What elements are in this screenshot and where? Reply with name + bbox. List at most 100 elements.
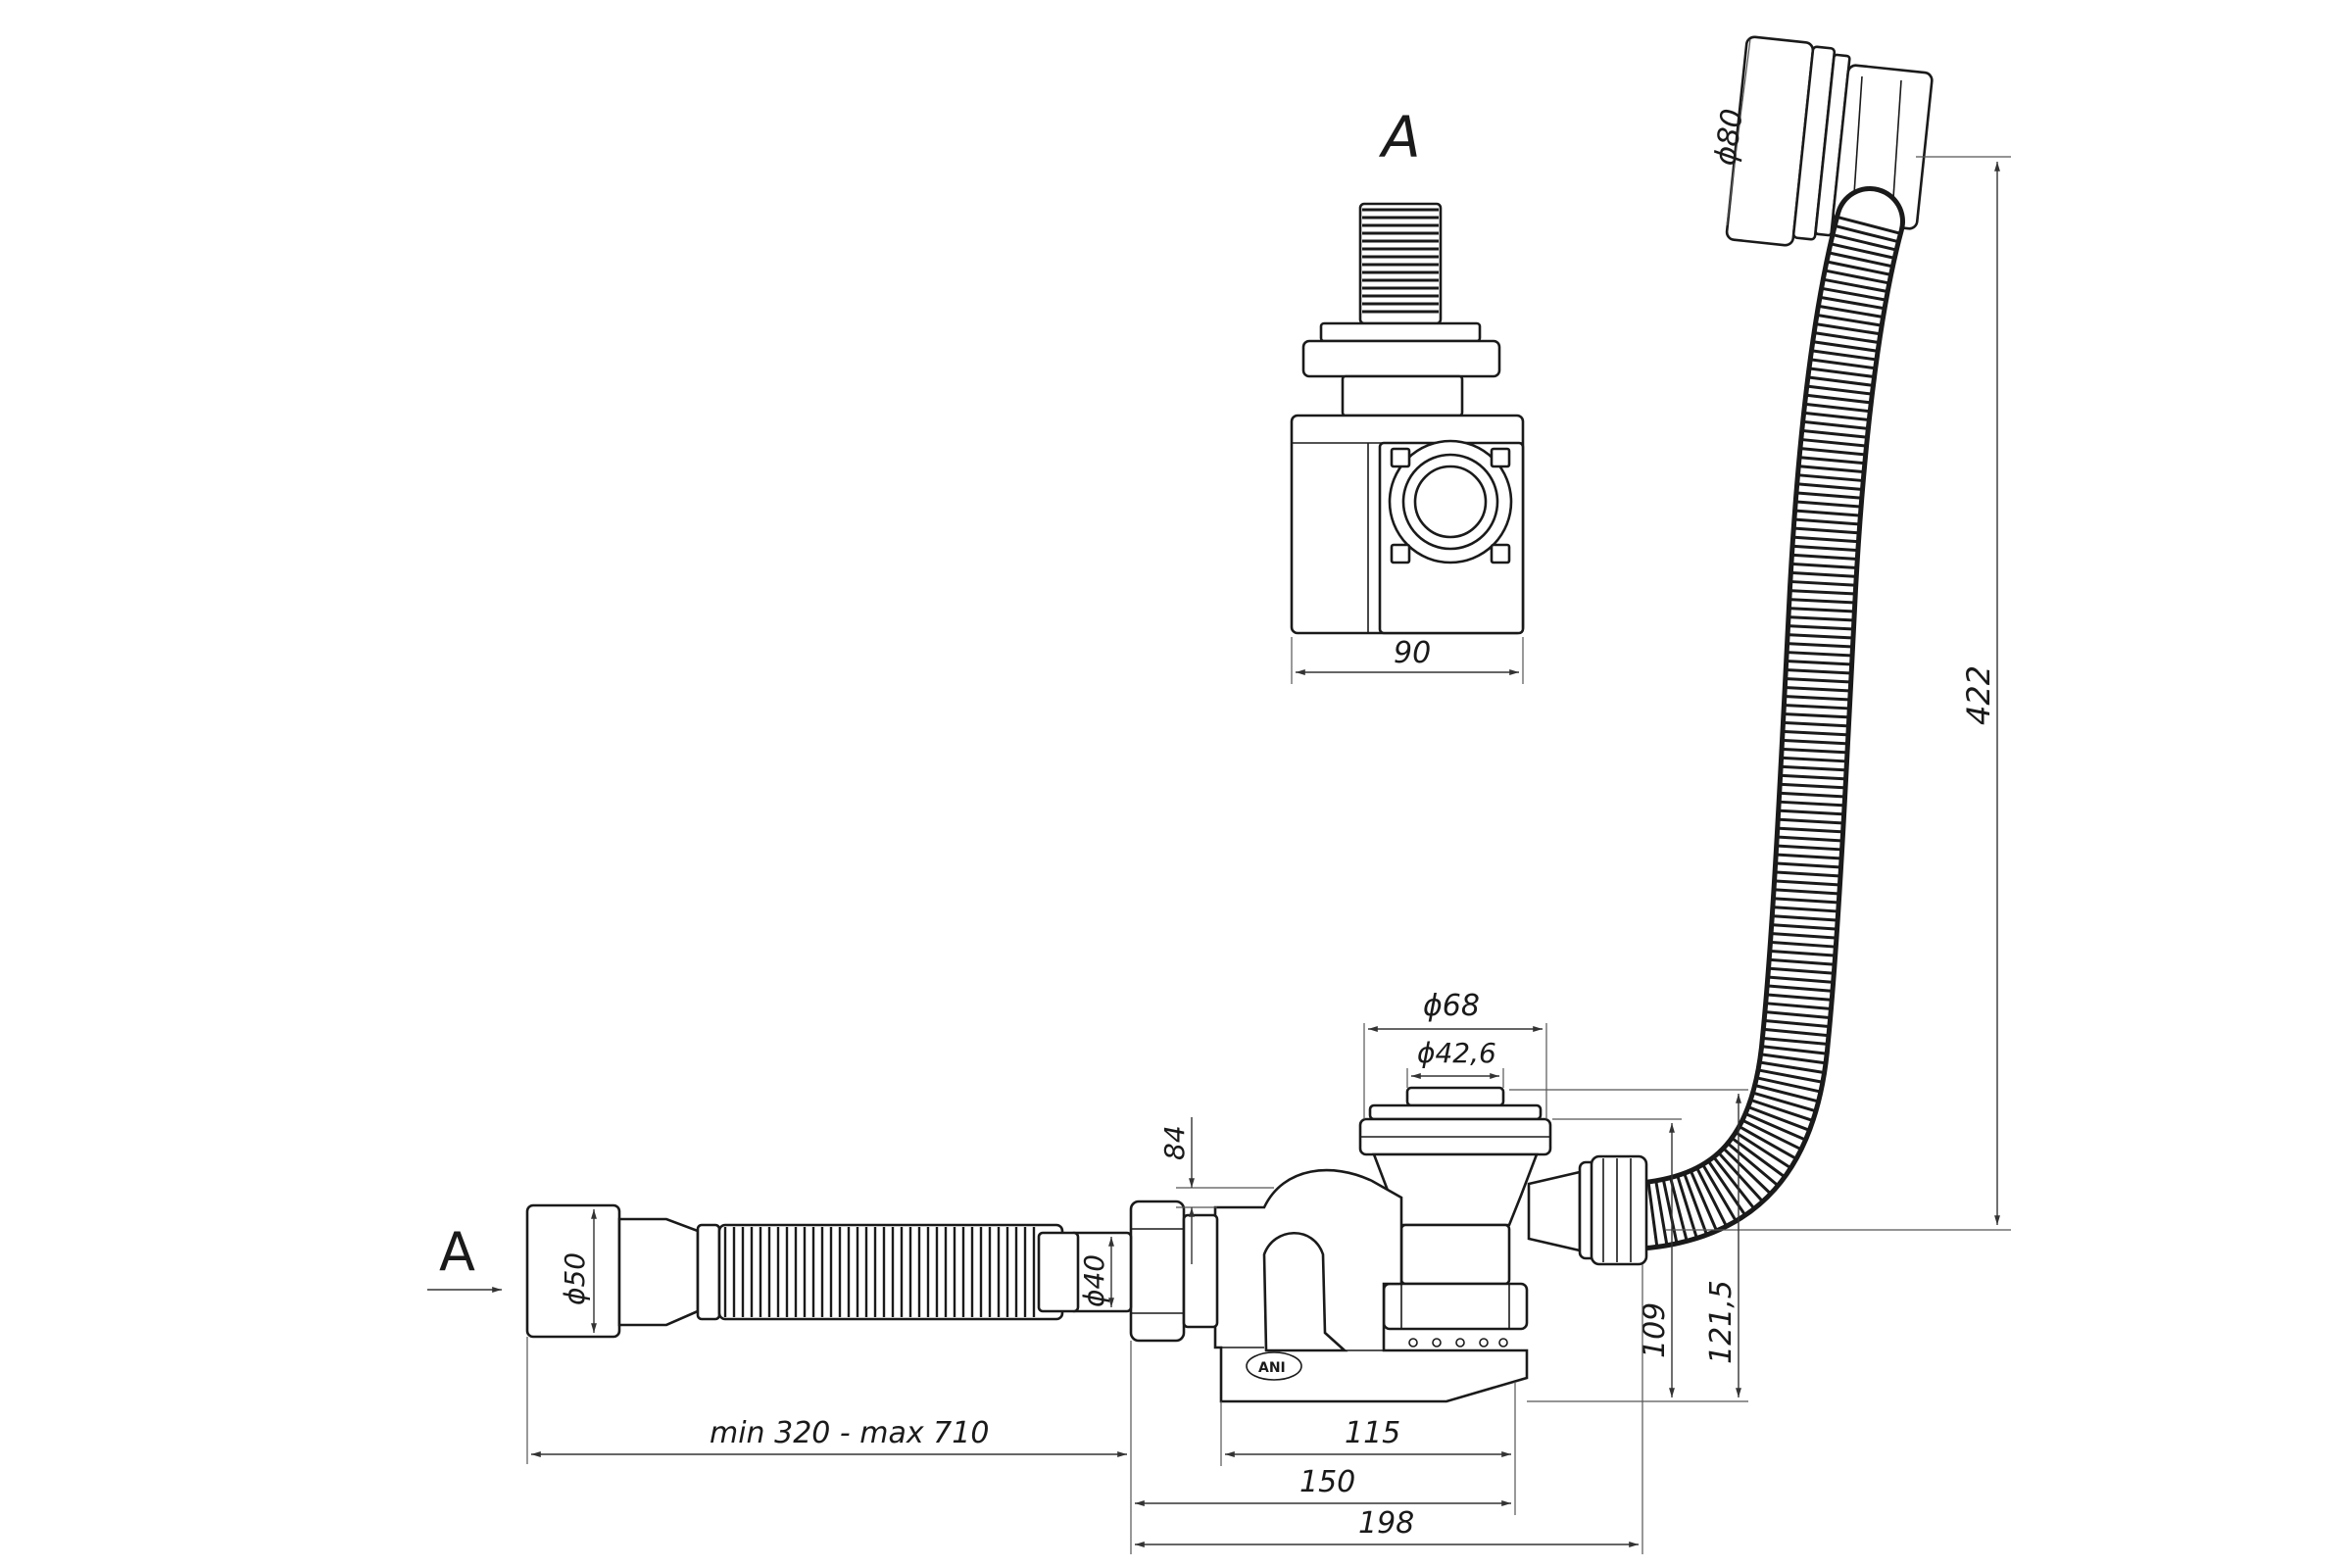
- hose-rib: [1812, 340, 1879, 353]
- hose-rib: [1755, 1076, 1822, 1094]
- hose-rib: [1809, 358, 1877, 370]
- hose-rib: [1786, 660, 1853, 666]
- hose-rib: [1788, 598, 1856, 605]
- hose-rib: [1770, 931, 1838, 940]
- hose-rib: [1799, 446, 1867, 457]
- hose-rib: [1763, 1018, 1831, 1029]
- hose-rib: [1778, 800, 1845, 808]
- dim-pipe-length: min 320 - max 710: [526, 1337, 1127, 1464]
- view-a-stem-threads: [1362, 208, 1439, 314]
- hose-rib: [1780, 764, 1847, 772]
- hose-rib: [1781, 756, 1848, 763]
- hose-rib: [1772, 906, 1839, 913]
- hose-rib: [1787, 642, 1854, 649]
- hose-rib: [1824, 269, 1890, 285]
- hose-rib: [1803, 411, 1870, 422]
- brand-logo-text: ANI: [1258, 1360, 1286, 1376]
- dim-height-121-5: 121,5: [1509, 1089, 1748, 1402]
- pipe-length-range-label: min 320 - max 710: [710, 1416, 989, 1450]
- outlet-pipe-ribs: [723, 1227, 1036, 1317]
- hose-rib: [1782, 720, 1849, 728]
- dim-hose-height: 422: [1666, 156, 2011, 1231]
- hose-rib: [1746, 1104, 1811, 1132]
- view-width-label: 90: [1394, 636, 1431, 670]
- dim-overflow-diameter: ϕ80: [1708, 38, 1751, 226]
- hose-rib: [1798, 456, 1866, 466]
- hose-rib: [1782, 729, 1849, 737]
- hose-rib: [1779, 791, 1846, 799]
- hose-rib: [1805, 393, 1872, 405]
- hose-rib: [1834, 223, 1900, 244]
- hose-rib: [1797, 465, 1865, 474]
- hose-rib: [1781, 738, 1849, 746]
- hose-rib: [1810, 349, 1878, 362]
- outlet-diameter-label: ϕ50: [559, 1252, 591, 1305]
- hose-rib: [1785, 677, 1852, 684]
- hose-rib: [1654, 1180, 1669, 1247]
- hose-rib: [1819, 295, 1886, 311]
- hose-rib: [1784, 694, 1851, 702]
- overflow-diameter-label: ϕ80: [1708, 107, 1750, 168]
- hose-rib: [1836, 215, 1902, 235]
- hose-rib: [1773, 888, 1840, 896]
- hose-rib: [1801, 428, 1869, 439]
- hose-rib: [1767, 966, 1835, 975]
- hose-rib: [1761, 1036, 1829, 1047]
- hose-rib: [1769, 949, 1837, 957]
- hose-rib: [1758, 1060, 1826, 1075]
- hose-rib: [1793, 509, 1861, 517]
- dim-connection-diameter: ϕ40: [1078, 1237, 1114, 1307]
- hose-rib: [1771, 914, 1838, 922]
- dim-length-198: 198: [1135, 1264, 1643, 1554]
- hose-rib: [1646, 1181, 1659, 1249]
- hose-rib: [1790, 553, 1858, 562]
- hose-rib: [1788, 589, 1856, 596]
- dim-length-150: 150: [1130, 1341, 1511, 1554]
- view-a-title: A: [1378, 104, 1421, 171]
- hose-rib: [1777, 817, 1844, 825]
- hose-rib: [1783, 711, 1850, 719]
- hose-rib: [1784, 685, 1851, 693]
- hose-rib: [1683, 1172, 1709, 1237]
- hose-rib: [1800, 437, 1868, 448]
- hose-rib: [1772, 897, 1839, 905]
- hose-rib: [1776, 835, 1843, 843]
- section-arrow-a: A: [427, 1221, 502, 1293]
- hose-rib: [1775, 861, 1842, 869]
- hose-rib: [1773, 879, 1841, 887]
- hose-rib: [1788, 607, 1855, 613]
- hose-rib: [1776, 844, 1843, 852]
- hose-rib: [1796, 473, 1864, 483]
- hose-rib: [1759, 1053, 1827, 1065]
- hose-rib: [1753, 1083, 1820, 1103]
- hose-rib: [1817, 304, 1885, 319]
- hose-rib: [1794, 500, 1862, 509]
- hose-rib: [1781, 747, 1848, 755]
- hose-rib: [1830, 242, 1896, 260]
- hose-rib: [1738, 1124, 1798, 1160]
- hose-rib: [1780, 773, 1847, 781]
- hose-rib: [1768, 957, 1836, 966]
- hose-rib: [1774, 870, 1841, 878]
- hose-rib: [1700, 1163, 1738, 1223]
- hose-rib: [1689, 1169, 1719, 1233]
- hose-rib: [1734, 1131, 1792, 1170]
- dim-height-109: 109: [1527, 1118, 1682, 1402]
- hose-rib: [1694, 1166, 1729, 1228]
- hose-rib: [1806, 384, 1874, 396]
- hose-rib: [1769, 940, 1837, 949]
- hose-rib: [1787, 624, 1855, 631]
- length-115-label: 115: [1345, 1416, 1400, 1450]
- hose-rib: [1760, 1045, 1828, 1055]
- hose-rib: [1775, 853, 1842, 860]
- length-198-label: 198: [1358, 1506, 1414, 1541]
- hose-rib: [1822, 277, 1888, 294]
- hose-rib: [1787, 633, 1854, 640]
- hose-rib: [1767, 975, 1835, 984]
- plug-outer-diameter-label: ϕ68: [1423, 989, 1480, 1023]
- length-150-label: 150: [1299, 1465, 1355, 1499]
- hose-rib: [1832, 233, 1898, 252]
- hose-rib: [1789, 570, 1857, 578]
- hose-rib: [1766, 984, 1834, 993]
